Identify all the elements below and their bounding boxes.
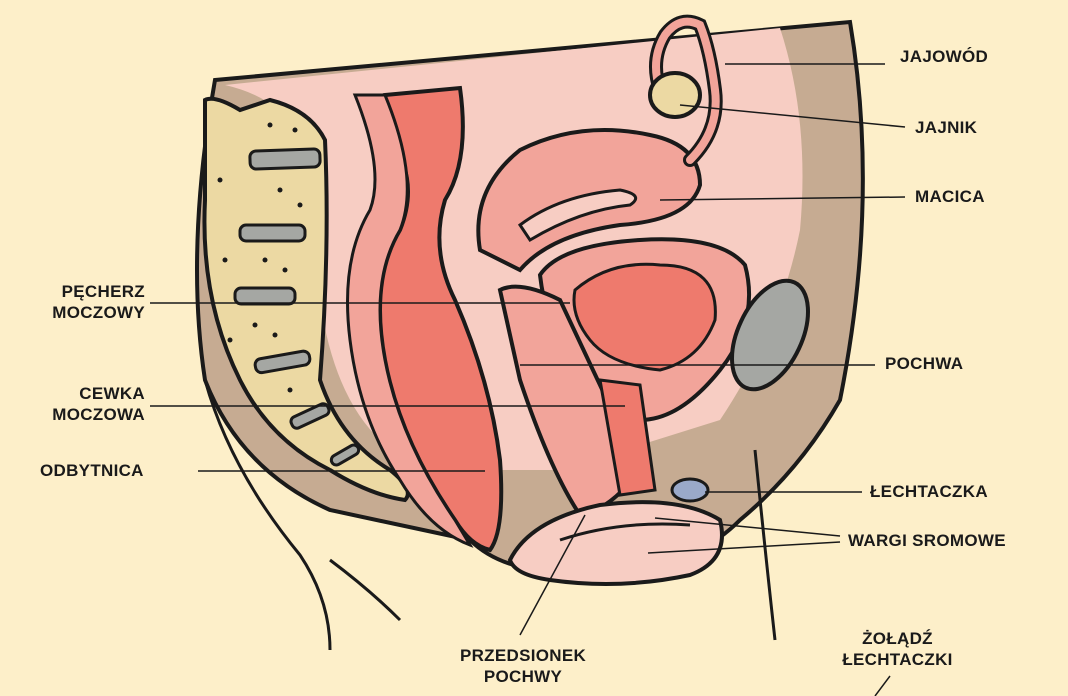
label-ovary: JAJNIK (915, 117, 977, 138)
label-rectum: ODBYTNICA (40, 460, 144, 481)
label-labia: WARGI SROMOWE (848, 530, 1006, 551)
label-vagina: POCHWA (885, 353, 963, 374)
label-uterus: MACICA (915, 186, 985, 207)
clitoris (672, 479, 708, 501)
label-clitoris: ŁECHTACZKA (870, 481, 988, 502)
buttock-line (330, 560, 400, 620)
label-fallopian-tube: JAJOWÓD (900, 46, 988, 67)
ovary (650, 73, 700, 117)
